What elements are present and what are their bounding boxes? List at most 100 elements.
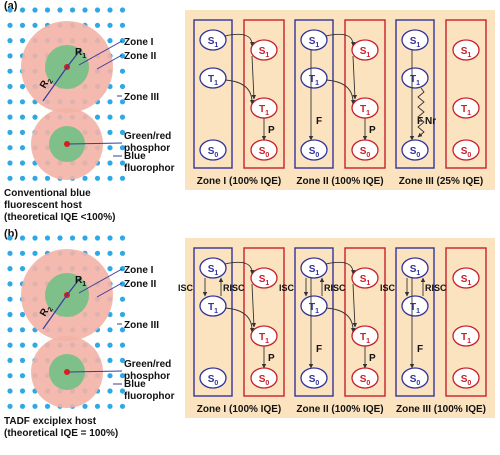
host-molecule-dot	[107, 342, 113, 348]
host-molecule-dot	[57, 235, 63, 241]
emitter-s1-label: S1	[461, 274, 472, 287]
host-molecule-dot	[119, 83, 126, 90]
host-s0-label: S0	[309, 374, 320, 387]
host-molecule-dot	[119, 342, 126, 348]
host-molecule-dot	[19, 145, 26, 151]
fluorescence-label: F	[417, 116, 423, 127]
host-molecule-dot	[107, 22, 113, 28]
host-molecule-dot	[19, 160, 26, 166]
host-molecule-dot	[119, 403, 126, 409]
host-energy-box	[395, 247, 435, 397]
host-molecule-dot	[32, 250, 38, 256]
host-molecule-dot	[7, 83, 13, 90]
host-molecule-dot	[119, 145, 126, 151]
host-molecule-dot	[107, 129, 113, 135]
phosphor-leader	[68, 142, 123, 145]
r2-radius	[42, 66, 68, 102]
host-molecule-dot	[107, 38, 113, 44]
host-molecule-dot	[69, 7, 76, 13]
r2-label: R2	[38, 75, 55, 91]
emitter-t1-label: T1	[461, 104, 471, 117]
host-molecule-dot	[119, 388, 126, 394]
host-molecule-dot	[19, 83, 26, 90]
triplet-transfer-arrow	[325, 307, 356, 333]
host-t1-state	[401, 295, 429, 317]
host-molecule-dot	[7, 311, 13, 318]
host-molecule-dot	[7, 388, 13, 394]
emitter-isc-arrow	[251, 55, 257, 100]
r2-radius	[42, 294, 68, 330]
host-molecule-dot	[119, 373, 126, 379]
emitter-s1-state	[351, 267, 379, 289]
zone-panel-background	[185, 238, 495, 418]
host-t1-state	[199, 295, 227, 317]
host-s1-state	[300, 257, 328, 279]
r2-label: R2	[38, 303, 55, 319]
host-s0-label: S0	[208, 146, 219, 159]
host-t1-state	[300, 295, 328, 317]
phosphor-leader	[68, 370, 123, 373]
zone-caption: Zone III (100% IQE)	[396, 404, 486, 415]
host-molecule-dot	[19, 311, 26, 318]
host-s0-label: S0	[309, 146, 320, 159]
singlet-transfer-arrow	[224, 33, 255, 47]
host-s0-state	[199, 139, 227, 161]
host-molecule-dot	[7, 114, 13, 120]
host-s1-label: S1	[309, 36, 320, 49]
emitter-s0-label: S0	[259, 374, 270, 387]
zone-iii-label: Zone III	[124, 92, 159, 103]
host-t1-label: T1	[208, 74, 218, 87]
singlet-transfer-arrow	[325, 261, 356, 275]
host-molecule-dot	[107, 235, 113, 241]
host-molecule-dot	[107, 388, 113, 394]
host-molecule-dot	[107, 373, 113, 379]
fluorescence-label: F	[417, 344, 423, 355]
host-molecule-dot	[119, 53, 126, 59]
host-molecule-dot	[94, 22, 101, 28]
host-molecule-dot	[69, 235, 76, 241]
host-s0-label: S0	[410, 146, 421, 159]
host-t1-state	[401, 67, 429, 89]
host-molecule-dot	[32, 22, 38, 28]
host-molecule-dot	[94, 175, 101, 181]
zone-caption: Zone II (100% IQE)	[296, 176, 383, 187]
triplet-transfer-arrow	[224, 79, 255, 105]
emitter-t1-label: T1	[461, 332, 471, 345]
emitter-s0-label: S0	[360, 374, 371, 387]
phosphorescence-label: P	[268, 125, 275, 136]
zone-i-leader	[78, 40, 123, 66]
phosphorescence-label: P	[268, 353, 275, 364]
host-molecule-dot	[119, 22, 126, 28]
host-molecule-dot	[57, 7, 63, 13]
host-molecule-dot	[7, 99, 13, 105]
panel-tag: (a)	[4, 0, 18, 12]
host-molecule-dot	[107, 266, 113, 272]
host-energy-box	[395, 19, 435, 169]
host-s1-state	[401, 29, 429, 51]
emitter-s1-state	[351, 39, 379, 61]
zone-i-label: Zone I	[124, 265, 154, 276]
singlet-transfer-arrow	[325, 33, 356, 47]
panel-tag: (b)	[4, 228, 18, 240]
host-molecule-dot	[94, 250, 101, 256]
emitter-s1-state	[452, 39, 480, 61]
fluorescence-label: F	[316, 116, 322, 127]
host-molecule-dot	[44, 7, 51, 13]
host-molecule-dot	[19, 7, 26, 13]
emitter-t1-label: T1	[259, 104, 269, 117]
host-energy-box	[193, 247, 233, 397]
host-molecule-dot	[44, 235, 51, 241]
host-molecule-dot	[32, 235, 38, 241]
r1-label: R1	[75, 275, 86, 288]
emitter-energy-box	[445, 19, 487, 169]
emitter-energy-box	[344, 247, 386, 397]
isc-label: ISC	[380, 283, 396, 293]
host-s0-label: S0	[410, 374, 421, 387]
host-molecule-dot	[7, 342, 13, 348]
host-energy-box	[294, 247, 334, 397]
